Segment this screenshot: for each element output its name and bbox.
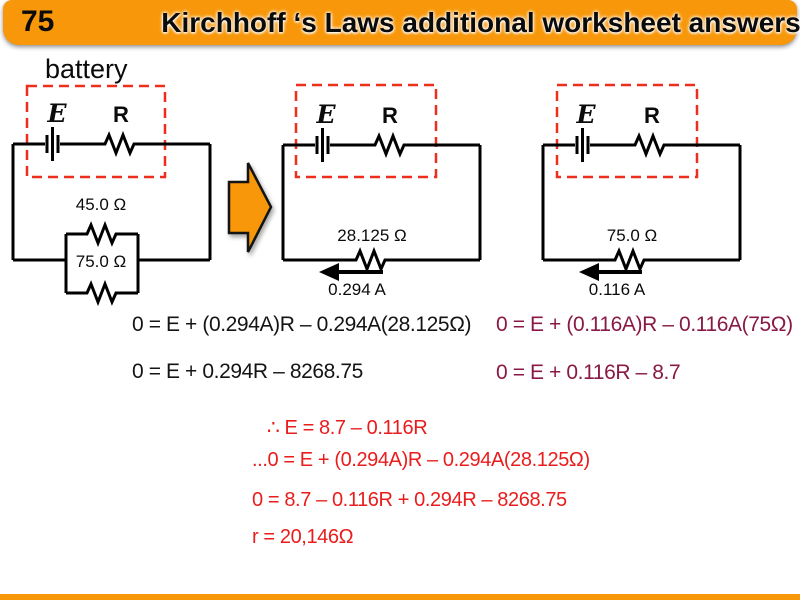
battery-icon — [315, 128, 330, 162]
wire — [11, 142, 212, 262]
internal-resistance-label: R — [113, 102, 129, 127]
resistor-icon — [99, 130, 140, 158]
resistor-icon — [629, 131, 670, 159]
emf-label: E — [316, 100, 336, 129]
resistor-icon — [609, 246, 650, 274]
internal-resistance-label: R — [644, 103, 660, 128]
solution-equation: ...0 = E + (0.294A)R – 0.294A(28.125Ω) — [252, 449, 590, 471]
emf-label: E — [576, 100, 596, 129]
loop-equation: 0 = E + (0.116A)R – 0.116A(75Ω) — [496, 313, 793, 336]
loop-equation: 0 = E + (0.294A)R – 0.294A(28.125Ω) — [132, 313, 472, 336]
header-bar: 75 Kirchhoff ‘s Laws additional workshee… — [3, 0, 800, 45]
resistor-value-label: 75.0 Ω — [606, 226, 658, 245]
resistor-value-label: 28.125 Ω — [337, 226, 407, 245]
resistor-icon — [350, 246, 391, 274]
current-value-label: 0.294 A — [328, 280, 386, 299]
resistor-icon — [369, 131, 410, 159]
parallel-branch-wire — [64, 232, 140, 295]
right-block-arrow-icon — [227, 162, 273, 253]
circuit-3 — [541, 83, 742, 281]
slide-title: Kirchhoff ‘s Laws additional worksheet a… — [161, 7, 800, 38]
resistor-value-label: 45.0 Ω — [75, 195, 127, 214]
circuit-2 — [281, 83, 482, 281]
battery-icon — [575, 128, 590, 162]
bottom-accent-strip — [0, 594, 800, 600]
current-value-label: 0.116 A — [588, 280, 646, 299]
wire — [541, 143, 742, 262]
emf-label: E — [47, 99, 67, 128]
resistor-icon — [81, 279, 122, 307]
internal-battery-dashed-box — [25, 84, 167, 179]
resistor-icon — [81, 220, 122, 248]
current-arrow-icon — [579, 263, 642, 281]
loop-equation: 0 = E + 0.116R – 8.7 — [496, 361, 681, 384]
solution-equation: 0 = 8.7 – 0.116R + 0.294R – 8268.75 — [252, 489, 567, 511]
solution-equation: ∴ E = 8.7 – 0.116R — [267, 417, 428, 439]
battery-icon — [45, 127, 60, 161]
page-number: 75 — [21, 5, 55, 38]
circuit-1 — [11, 84, 212, 307]
internal-battery-dashed-box — [555, 83, 699, 179]
wire — [281, 143, 482, 262]
current-arrow-icon — [319, 263, 383, 281]
battery-label: battery — [45, 54, 128, 84]
loop-equation: 0 = E + 0.294R – 8268.75 — [132, 360, 363, 383]
resistor-value-label: 75.0 Ω — [75, 252, 127, 271]
internal-battery-dashed-box — [294, 83, 438, 179]
internal-resistance-label: R — [382, 103, 398, 128]
solution-equation: r = 20,146Ω — [252, 526, 354, 548]
